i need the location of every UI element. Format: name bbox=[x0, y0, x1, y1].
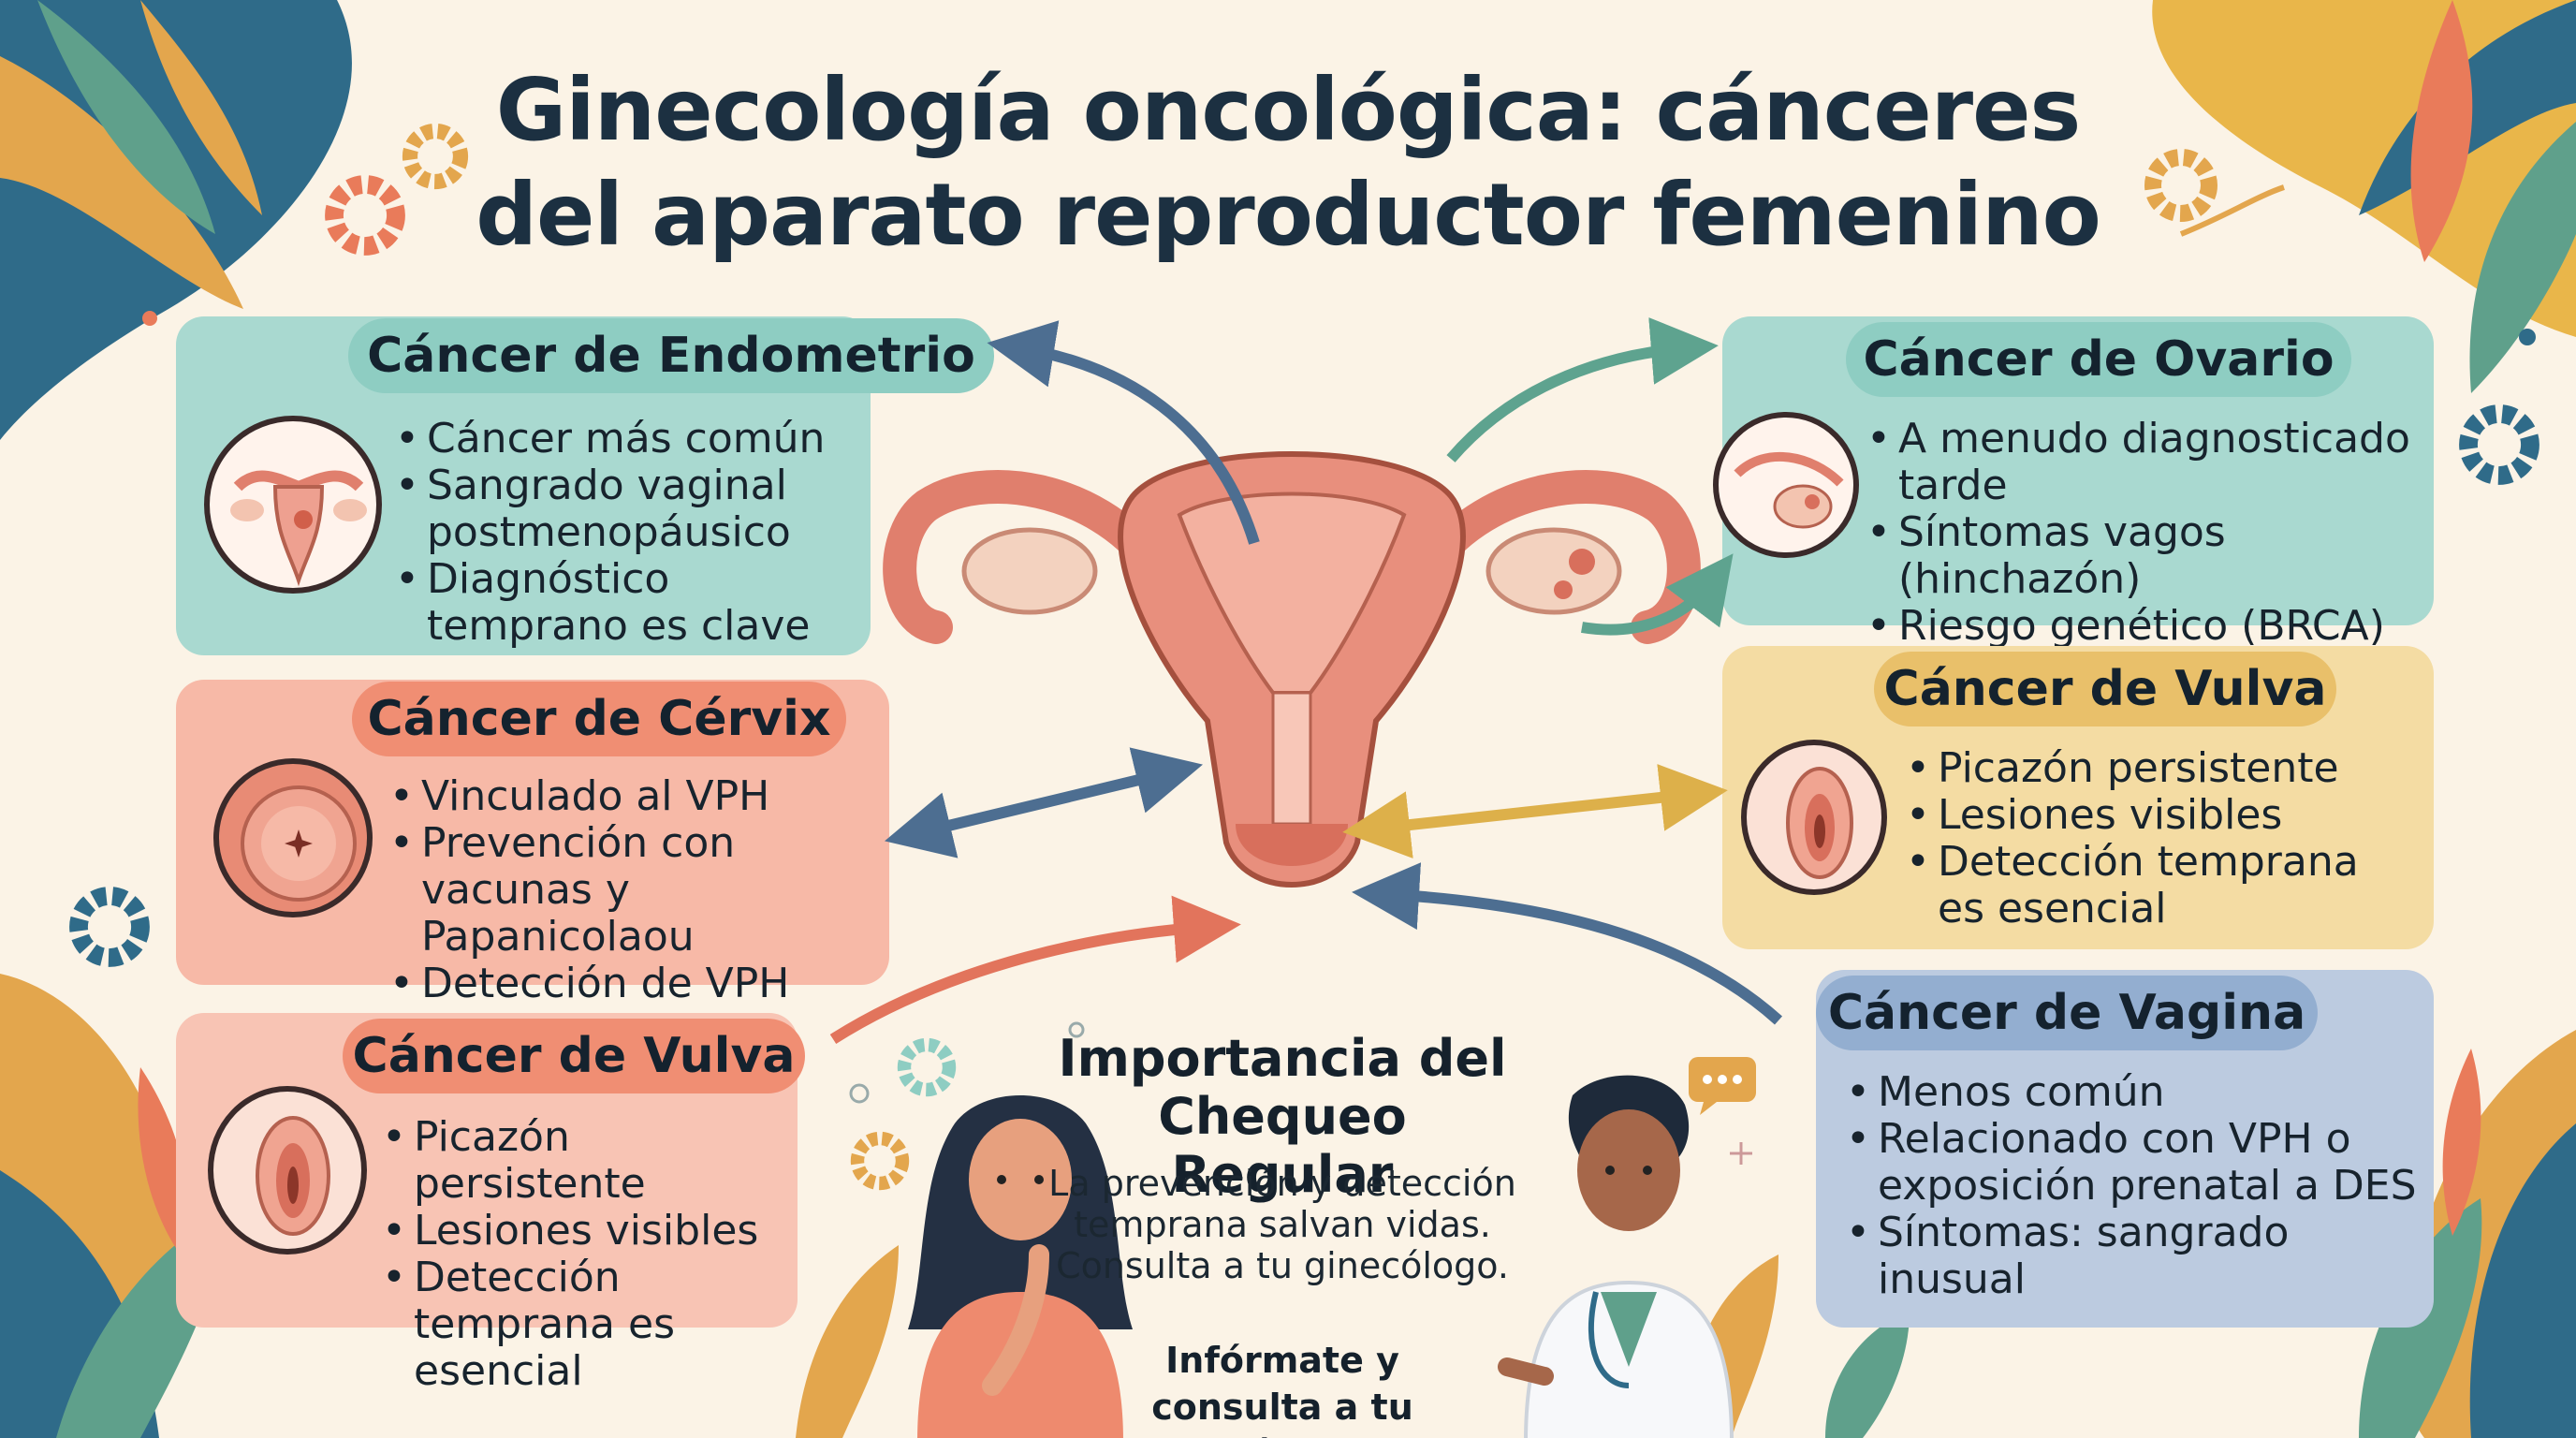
card-vulva-right-heading: Cáncer de Vulva bbox=[1874, 652, 2336, 726]
list-item: Detección de VPH bbox=[386, 961, 882, 1008]
list-item: Riesgo genético (BRCA) bbox=[1863, 603, 2424, 651]
gear-icon bbox=[69, 887, 150, 967]
list-item: Síntomas vagos (hinchazón) bbox=[1863, 509, 2424, 603]
card-ovario-list: A menudo diagnosticado tarde Síntomas va… bbox=[1863, 416, 2424, 651]
checkup-heading: Importancia del Chequeo Regular bbox=[1058, 1029, 1507, 1204]
title-line-2: del aparato reproductor femenino bbox=[476, 165, 2101, 265]
list-item: Prevención con vacunas y Papanicolaou bbox=[386, 820, 882, 961]
list-item: A menudo diagnosticado tarde bbox=[1863, 416, 2424, 509]
gear-icon bbox=[2144, 149, 2217, 222]
card-vulva-left-heading: Cáncer de Vulva bbox=[343, 1019, 805, 1093]
vulva-icon bbox=[208, 1086, 367, 1255]
title-line-1: Ginecología oncológica: cánceres bbox=[495, 60, 2082, 160]
gear-icon bbox=[325, 175, 405, 256]
uterus-illustration bbox=[883, 451, 1701, 888]
gear-icon bbox=[850, 1131, 910, 1191]
card-cervix-list: Vinculado al VPH Prevención con vacunas … bbox=[386, 773, 882, 1008]
list-item: Picazón persistente bbox=[378, 1114, 790, 1208]
card-vagina-heading: Cáncer de Vagina bbox=[1816, 976, 2318, 1050]
list-item: Diagnóstico temprano es clave bbox=[391, 556, 859, 650]
card-endometrio-heading: Cáncer de Endometrio bbox=[348, 318, 994, 393]
checkup-text: La prevención y detección temprana salva… bbox=[1048, 1163, 1516, 1286]
cervix-icon bbox=[213, 758, 373, 917]
card-vagina-list: Menos común Relacionado con VPH o exposi… bbox=[1842, 1069, 2422, 1303]
card-vulva-right-list: Picazón persistente Lesiones visibles De… bbox=[1902, 745, 2408, 932]
list-item: Picazón persistente bbox=[1902, 745, 2408, 793]
checkup-cta: Infórmate y consulta a tu médico bbox=[1151, 1340, 1413, 1438]
list-item: Detección temprana es esencial bbox=[1902, 839, 2408, 932]
stethoscope-icon bbox=[1588, 1291, 1630, 1388]
list-item: Cáncer más común bbox=[391, 416, 859, 463]
list-item: Sangrado vaginal postmenopáusico bbox=[391, 462, 859, 556]
gear-icon bbox=[2459, 404, 2539, 485]
list-item: Relacionado con VPH o exposición prenata… bbox=[1842, 1116, 2422, 1210]
card-ovario-heading: Cáncer de Ovario bbox=[1846, 322, 2351, 397]
doctor-illustration bbox=[1498, 1075, 1734, 1438]
uterus-icon bbox=[204, 416, 382, 594]
card-endometrio-list: Cáncer más común Sangrado vaginal postme… bbox=[391, 416, 859, 650]
list-item: Menos común bbox=[1842, 1069, 2422, 1117]
list-item: Detección temprana es esencial bbox=[378, 1255, 790, 1395]
page-title: Ginecología oncológica: cánceres del apa… bbox=[0, 58, 2576, 268]
vulva-icon bbox=[1741, 740, 1887, 895]
list-item: Lesiones visibles bbox=[1902, 792, 2408, 840]
gear-icon bbox=[402, 123, 469, 190]
patient-illustration bbox=[908, 1095, 1133, 1438]
chat-bubble-icon bbox=[1689, 1057, 1756, 1115]
card-vulva-left-list: Picazón persistente Lesiones visibles De… bbox=[378, 1114, 790, 1395]
list-item: Vinculado al VPH bbox=[386, 773, 882, 821]
gear-icon bbox=[897, 1037, 957, 1097]
list-item: Síntomas: sangrado inusual bbox=[1842, 1210, 2422, 1303]
list-item: Lesiones visibles bbox=[378, 1208, 790, 1255]
ovary-icon bbox=[1713, 412, 1859, 558]
card-cervix-heading: Cáncer de Cérvix bbox=[352, 682, 846, 756]
